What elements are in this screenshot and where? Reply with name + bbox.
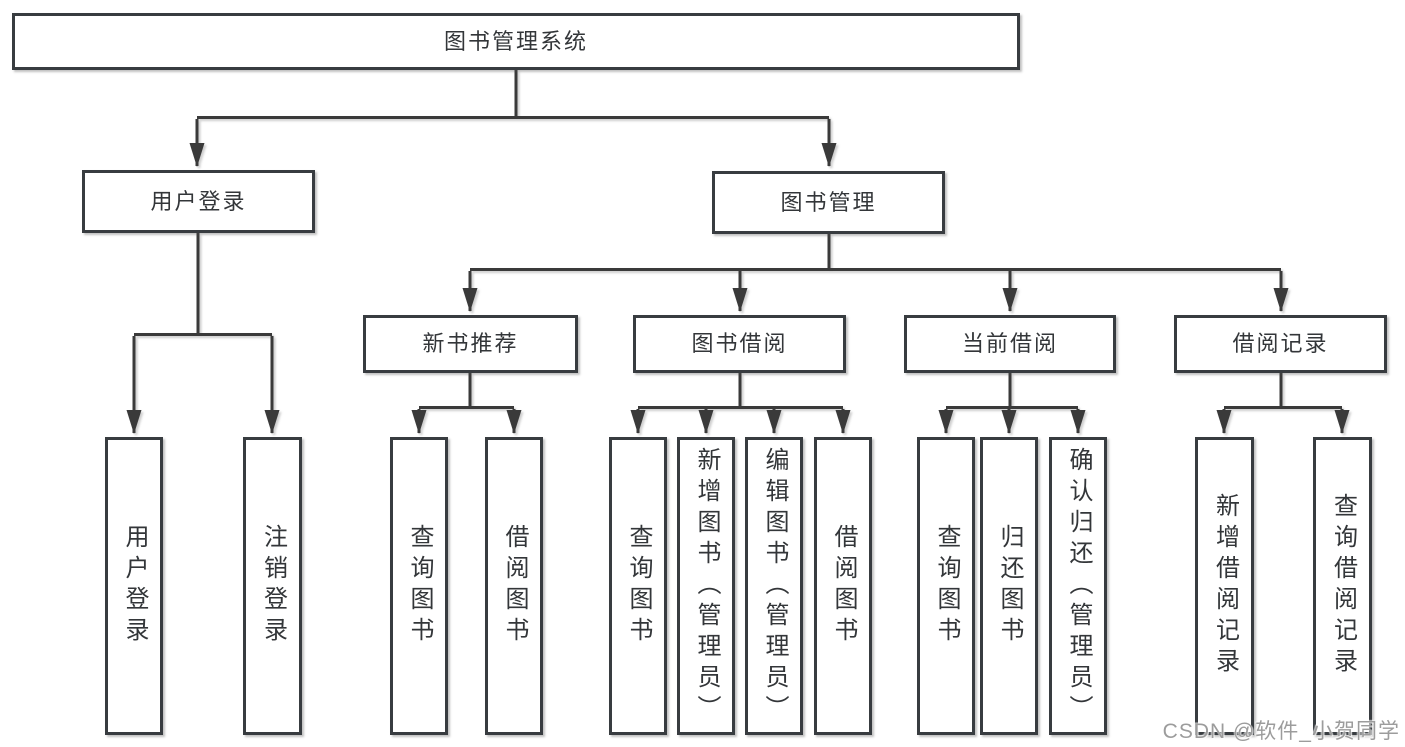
node-leaf-add-books-admin: 新增图书（管理员） bbox=[677, 437, 735, 735]
node-book-borrowing: 图书借阅 bbox=[633, 315, 846, 373]
csdn-watermark: CSDN @软件_小贺同学 bbox=[1162, 720, 1400, 743]
node-leaf-confirm-return-admin: 确认归还（管理员） bbox=[1049, 437, 1107, 735]
node-label: 归还图书 bbox=[996, 524, 1023, 648]
node-borrowing-records: 借阅记录 bbox=[1174, 315, 1387, 373]
node-leaf-borrow-books: 借阅图书 bbox=[814, 437, 872, 735]
node-label: 图书管理 bbox=[780, 189, 877, 215]
node-label: 用户登录 bbox=[121, 524, 148, 648]
node-library-management-system: 图书管理系统 bbox=[12, 13, 1020, 70]
node-label: 新增借阅记录 bbox=[1211, 493, 1239, 679]
node-new-book-recommendation: 新书推荐 bbox=[363, 315, 578, 373]
node-leaf-borrow-books: 借阅图书 bbox=[485, 437, 543, 735]
node-leaf-logout: 注销登录 bbox=[243, 437, 302, 735]
node-leaf-edit-books-admin: 编辑图书（管理员） bbox=[745, 437, 803, 735]
node-label: 新增图书（管理员） bbox=[693, 446, 720, 726]
node-current-borrowing: 当前借阅 bbox=[904, 315, 1116, 373]
node-leaf-user-login: 用户登录 bbox=[105, 437, 163, 735]
node-book-management: 图书管理 bbox=[712, 171, 945, 234]
node-label: 图书借阅 bbox=[691, 331, 788, 356]
node-leaf-return-books: 归还图书 bbox=[980, 437, 1038, 735]
node-label: 借阅图书 bbox=[830, 524, 857, 648]
node-leaf-query-borrowing-records: 查询借阅记录 bbox=[1313, 437, 1372, 735]
node-label: 当前借阅 bbox=[961, 331, 1058, 356]
node-label: 借阅图书 bbox=[501, 524, 528, 648]
node-user-login: 用户登录 bbox=[82, 170, 315, 233]
node-leaf-add-borrowing-record: 新增借阅记录 bbox=[1195, 437, 1254, 735]
node-leaf-query-books: 查询图书 bbox=[917, 437, 975, 735]
node-label: 借阅记录 bbox=[1232, 331, 1329, 356]
node-leaf-query-books: 查询图书 bbox=[390, 437, 448, 735]
node-label: 图书管理系统 bbox=[443, 28, 588, 54]
node-label: 注销登录 bbox=[259, 524, 287, 648]
node-label: 确认归还（管理员） bbox=[1065, 446, 1092, 726]
node-label: 编辑图书（管理员） bbox=[761, 446, 788, 726]
node-label: 查询图书 bbox=[625, 524, 652, 648]
node-leaf-query-books: 查询图书 bbox=[609, 437, 667, 735]
node-label: 查询图书 bbox=[406, 524, 433, 648]
node-label: 查询图书 bbox=[933, 524, 960, 648]
node-label: 新书推荐 bbox=[422, 331, 519, 356]
node-label: 用户登录 bbox=[150, 188, 247, 214]
node-label: 查询借阅记录 bbox=[1329, 493, 1357, 679]
